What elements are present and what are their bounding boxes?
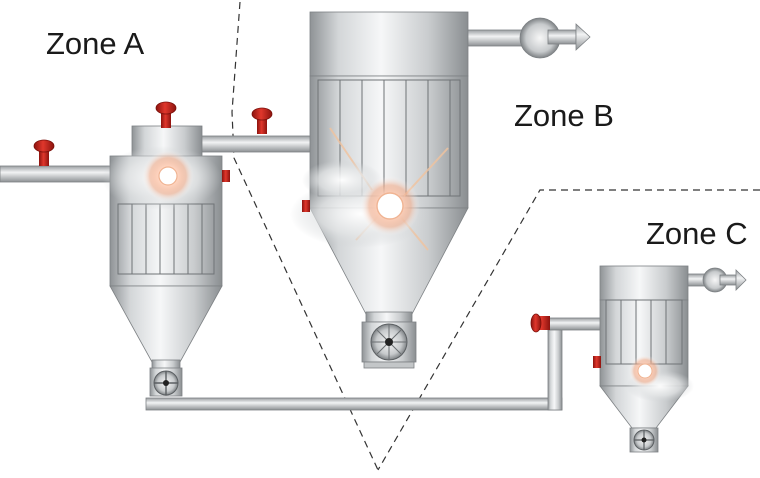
zone-b-smoke-puff: [302, 160, 382, 200]
zone-a-explosion-flash-icon: [142, 150, 194, 202]
zone-b-rotary-airlock-valve-icon: [361, 321, 417, 369]
zone-a-side-nozzle: [222, 170, 230, 182]
zone-b-side-nozzle: [302, 200, 310, 212]
zone-c-red-inlet-valve-icon: [530, 313, 550, 333]
zone-a-inlet-pipe: [0, 165, 119, 183]
zone-c-label: Zone C: [646, 216, 748, 251]
red-relief-valve-icon: [33, 139, 55, 166]
zone-c-side-nozzle: [593, 356, 601, 368]
a-to-b-pipe: [199, 135, 315, 153]
red-relief-valve-icon: [251, 107, 273, 134]
zone-b-c-boundary: [377, 189, 760, 471]
zone-a-rotary-airlock-valve-icon: [149, 367, 183, 397]
zone-c-explosion-flash-icon: [629, 355, 661, 387]
zone-b-exhaust-duct: [467, 29, 529, 47]
zone-c-rotary-airlock-valve-icon: [629, 427, 659, 453]
return-pipe: [145, 317, 609, 411]
zone-c-collector: [599, 265, 689, 429]
zone-b-exhaust-fan-icon: [519, 17, 591, 59]
zone-b-explosion-flash-icon: [360, 176, 420, 236]
red-relief-valve-icon: [155, 101, 177, 128]
zone-c-exhaust-fan-icon: [702, 267, 747, 293]
zone-a-label: Zone A: [46, 26, 145, 61]
zone-boundaries: [231, 1, 760, 471]
zone-a-b-boundary: [231, 1, 379, 471]
zone-b-label: Zone B: [514, 98, 614, 133]
